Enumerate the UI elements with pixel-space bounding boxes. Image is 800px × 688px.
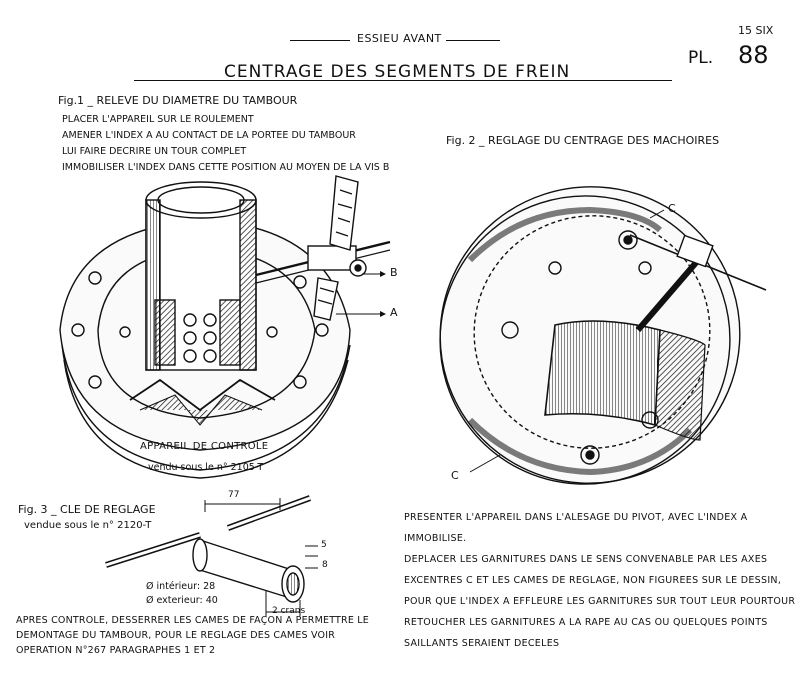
section-title: ESSIEU AVANT	[357, 32, 442, 45]
fig1-drawing	[59, 175, 391, 479]
fig3-dim-77: 77	[228, 490, 240, 500]
fig1-title: Fig.1 _ RELEVE DU DIAMETRE DU TAMBOUR	[58, 94, 298, 107]
fig3-inner-diameter: Ø intérieur: 28	[146, 581, 216, 592]
note-line: PRESENTER L'APPAREIL DANS L'ALESAGE DU P…	[404, 512, 748, 523]
title-underline	[206, 80, 586, 81]
header-rule-right	[446, 40, 500, 41]
fig1-caption-ref: vendu sous le n° 2105-T	[148, 462, 264, 473]
fig1-label-b: B	[390, 266, 398, 279]
fig2-label-c-top: C	[668, 202, 676, 215]
plate-number: 88	[738, 41, 769, 69]
sheet-code: 15 SIX	[738, 24, 774, 37]
fig2-title: Fig. 2 _ REGLAGE DU CENTRAGE DES MACHOIR…	[446, 134, 720, 147]
fig1-caption: APPAREIL DE CONTROLE	[140, 441, 269, 452]
header-rule-left	[290, 40, 350, 41]
fig1-instructions: PLACER L'APPAREIL SUR LE ROULEMENT AMENE…	[62, 112, 389, 176]
bottom-right-notes: PRESENTER L'APPAREIL DANS L'ALESAGE DU P…	[404, 507, 795, 654]
fig3-crans: 2 crans	[272, 606, 306, 616]
fig2-label-c-bottom: C	[451, 469, 459, 482]
title-rule-left	[134, 80, 206, 81]
fig1-step: PLACER L'APPAREIL SUR LE ROULEMENT	[62, 114, 254, 125]
fig2-drawing	[439, 186, 767, 485]
note-line: RETOUCHER LES GARNITURES A LA RAPE AU CA…	[404, 617, 768, 628]
fig3-dim-5: 5	[321, 540, 327, 550]
note-line: APRES CONTROLE, DESSERRER LES CAMES DE F…	[16, 615, 369, 626]
title-rule-right	[586, 80, 672, 81]
note-line: IMMOBILISE.	[404, 533, 467, 544]
note-line: OPERATION N°267 PARAGRAPHES 1 ET 2	[16, 645, 216, 656]
fig3-outer-diameter: Ø exterieur: 40	[146, 595, 218, 606]
fig1-step: LUI FAIRE DECRIRE UN TOUR COMPLET	[62, 146, 247, 157]
fig1-label-a: A	[390, 306, 398, 319]
note-line: DEMONTAGE DU TAMBOUR, POUR LE REGLAGE DE…	[16, 630, 335, 641]
note-line: POUR QUE L'INDEX A EFFLEURE LES GARNITUR…	[404, 596, 796, 607]
fig1-step: AMENER L'INDEX A AU CONTACT DE LA PORTEE…	[62, 130, 356, 141]
fig1-step: IMMOBILISER L'INDEX DANS CETTE POSITION …	[62, 162, 390, 173]
fig3-dim-8: 8	[322, 560, 328, 570]
note-line: DEPLACER LES GARNITURES DANS LE SENS CON…	[404, 554, 768, 565]
fig3-drawing	[105, 495, 318, 616]
fig3-ref: vendue sous le n° 2120-T	[24, 520, 152, 531]
bottom-left-notes: APRES CONTROLE, DESSERRER LES CAMES DE F…	[16, 613, 369, 658]
note-line: EXCENTRES C ET LES CAMES DE REGLAGE, NON…	[404, 575, 782, 586]
page-title: CENTRAGE DES SEGMENTS DE FREIN	[224, 62, 571, 82]
note-line: SAILLANTS SERAIENT DECELES	[404, 638, 560, 649]
plate-prefix: PL.	[688, 48, 714, 68]
fig3-title: Fig. 3 _ CLE DE REGLAGE	[18, 503, 156, 516]
